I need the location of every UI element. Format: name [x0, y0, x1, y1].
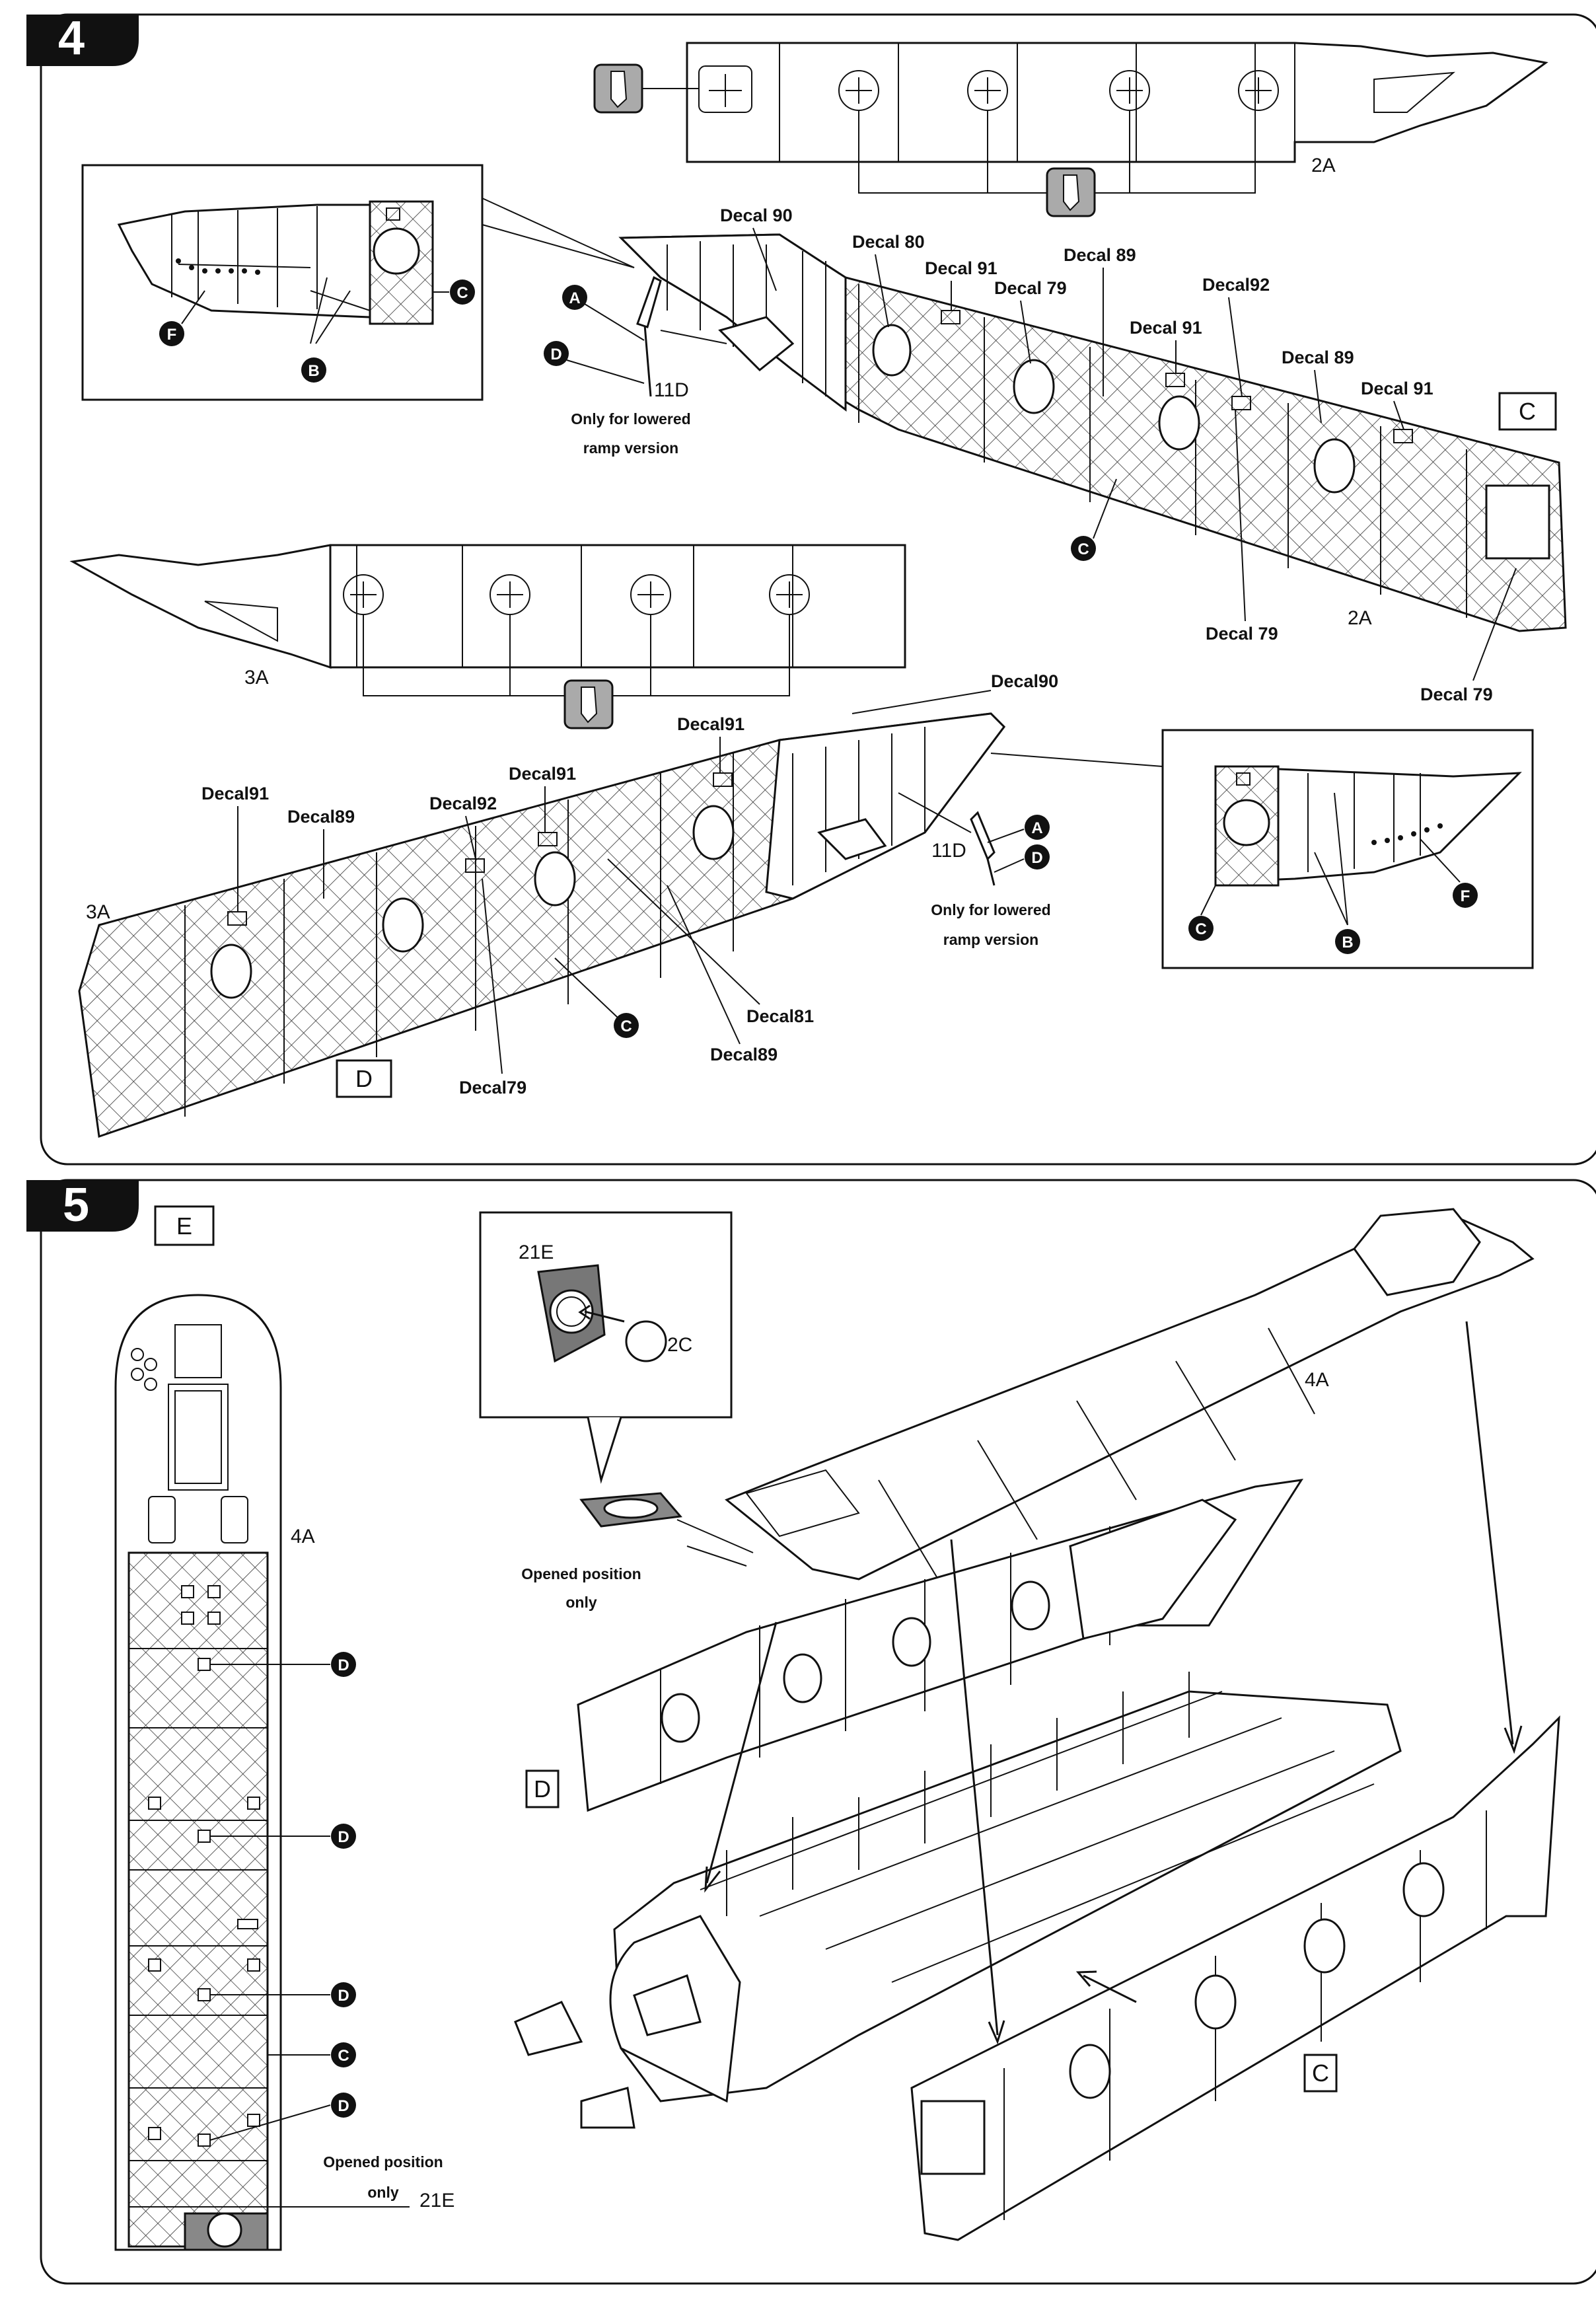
box-c-label: C: [1519, 398, 1536, 425]
hull-interior-right-c: Decal 90 Decal 80 Decal 91 Decal 79 Deca…: [618, 205, 1567, 704]
part-3a-side-label: 3A: [86, 901, 110, 923]
cabin-floor-plan-4a: 4A D D D C D Opened position only 21E: [114, 1294, 454, 2251]
decal-81-label: Decal81: [746, 1006, 814, 1026]
fuselage-exploded-assembly: 4A D C: [514, 1208, 1560, 2241]
box-e: [154, 1205, 215, 1246]
step-5-badge: [26, 1180, 139, 1232]
inset-ramp-detail-right: C B F: [990, 729, 1534, 969]
note-lowered-ramp-left: Only for lowered: [931, 901, 1050, 918]
decal-89-label: Decal 89: [1064, 245, 1136, 265]
box-d-step5-label: D: [534, 1775, 551, 1802]
decal-89-left-b-label: Decal89: [710, 1045, 778, 1064]
inset-ramp-detail-top: F B C: [81, 164, 635, 401]
decal-89b-label: Decal 89: [1282, 348, 1354, 367]
note-only: only: [367, 2184, 398, 2201]
box-c-step5-label: C: [1312, 2060, 1329, 2087]
hull-interior-left-d: Decal90 Decal91 Decal91 Decal89 Decal92 …: [78, 671, 1058, 1138]
note-ramp-version-left: ramp version: [943, 931, 1038, 948]
floor-part-4a-label: 4A: [291, 1526, 315, 1547]
inset-note-only: only: [565, 1594, 597, 1611]
decal-91-left-label: Decal91: [677, 714, 744, 734]
box-d-label: D: [355, 1065, 373, 1092]
step-5-number: 5: [63, 1179, 89, 1232]
callout-d: D: [338, 2097, 349, 2115]
decal-89-left-label: Decal89: [287, 807, 355, 827]
part-2a-label: 2A: [1311, 155, 1336, 176]
step-4-badge: [26, 15, 139, 66]
box-d: [336, 1059, 392, 1098]
inset-part-2c-label: 2C: [667, 1334, 692, 1356]
hull-top-view-2a: 2A: [593, 42, 1548, 217]
decal-91b-label: Decal 91: [1130, 318, 1202, 338]
callout-d: D: [338, 1828, 349, 1846]
note-lowered-ramp: Only for lowered: [571, 410, 690, 427]
decal-79-label: Decal 79: [994, 278, 1067, 298]
callout-a: A: [1031, 819, 1042, 837]
part-11d-top: A D 11D Only for lowered ramp version: [544, 276, 727, 457]
decal-91c-label: Decal 91: [1361, 379, 1433, 398]
decal-79-left-label: Decal79: [459, 1078, 526, 1097]
decal-91-left-b-label: Decal91: [201, 784, 269, 803]
callout-f: F: [167, 326, 177, 344]
hatch-part-21e-label: 21E: [419, 2190, 454, 2211]
decal-80-label: Decal 80: [852, 232, 925, 252]
box-c-step5: [1303, 2054, 1338, 2093]
decal-90-label: Decal 90: [720, 205, 793, 225]
callout-c: C: [338, 2047, 349, 2065]
callout-b: B: [308, 362, 319, 380]
box-d-step5: [525, 1769, 560, 1808]
part-11d-label: 11D: [654, 379, 689, 401]
callout-d: D: [550, 346, 562, 363]
inset-note-opened: Opened position: [521, 1565, 641, 1582]
hatch-inset: 21E 2C Opened position only: [479, 1211, 754, 1611]
decal-92-label: Decal92: [1202, 275, 1270, 295]
part-11d-left: A D 11D Only for lowered ramp version: [898, 792, 1051, 948]
note-ramp-version: ramp version: [583, 439, 678, 457]
part-3a-label: 3A: [244, 667, 269, 688]
callout-f: F: [1461, 887, 1470, 905]
callout-b: B: [1342, 934, 1353, 951]
hull-top-view-3a: 3A: [69, 544, 906, 729]
note-opened-position: Opened position: [323, 2153, 443, 2171]
decal-90-left-label: Decal90: [991, 671, 1058, 691]
part-2a-lower-label: 2A: [1348, 607, 1372, 629]
roof-part-4a-label: 4A: [1305, 1369, 1329, 1391]
part-11d-left-label: 11D: [931, 840, 966, 862]
callout-d: D: [1031, 849, 1042, 867]
callout-c: C: [1077, 540, 1089, 558]
box-e-label: E: [176, 1212, 192, 1240]
callout-c: C: [620, 1018, 632, 1035]
callout-d: D: [338, 1656, 349, 1674]
box-c: [1498, 392, 1557, 431]
callout-d: D: [338, 1987, 349, 2005]
step-4-panel: 4: [26, 12, 1596, 1166]
callout-c: C: [456, 284, 468, 302]
decal-91-left-c-label: Decal91: [509, 764, 576, 784]
decal-79b-label: Decal 79: [1206, 624, 1278, 644]
inset-part-21e-label: 21E: [519, 1242, 554, 1263]
callout-c: C: [1195, 920, 1206, 938]
step-5-panel: 5 E: [26, 1179, 1596, 2285]
decal-92-left-label: Decal92: [429, 794, 497, 813]
callout-a: A: [569, 289, 580, 307]
decal-91-label: Decal 91: [925, 258, 998, 278]
step-4-number: 4: [58, 12, 85, 65]
decal-79c-label: Decal 79: [1420, 685, 1493, 704]
